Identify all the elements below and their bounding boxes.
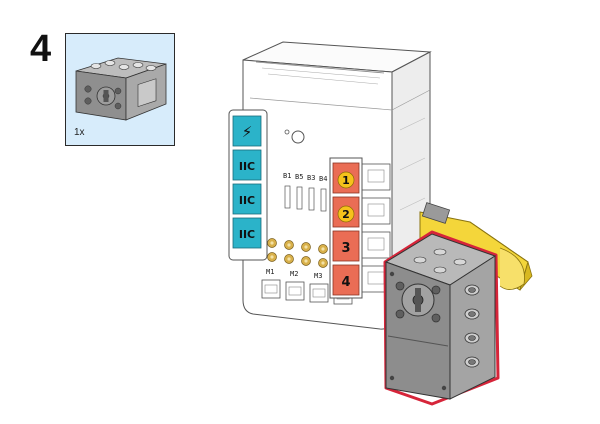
left-port-iic-3: IIC (232, 217, 262, 249)
bottom-label-1: M1 (266, 268, 274, 276)
svg-text:2: 2 (342, 208, 350, 221)
svg-text:3: 3 (341, 241, 350, 256)
svg-text:IIC: IIC (239, 160, 255, 173)
svg-text:⚡: ⚡ (242, 123, 253, 141)
svg-text:IIC: IIC (239, 194, 255, 207)
svg-text:4: 4 (341, 275, 350, 290)
step-number: 4 (30, 28, 52, 70)
top-label-4: B4 (319, 175, 327, 183)
top-label-2: B5 (295, 173, 303, 181)
right-port-4: 4 (332, 264, 360, 296)
left-port-power: ⚡ (232, 115, 262, 147)
part-quantity: 1x (74, 127, 85, 138)
right-port-1: 1 (332, 162, 360, 194)
right-port-2: 2 (332, 196, 360, 228)
motor-block-icon (75, 57, 167, 121)
top-label-3: B3 (307, 174, 315, 182)
top-label-1: B1 (283, 172, 291, 180)
right-port-3: 3 (332, 230, 360, 262)
left-port-iic-2: IIC (232, 183, 262, 215)
parts-callout: 1x (65, 33, 175, 146)
left-port-iic-1: IIC (232, 149, 262, 181)
bottom-label-3: M3 (314, 272, 322, 280)
bottom-label-2: M2 (290, 270, 298, 278)
svg-text:IIC: IIC (239, 228, 255, 241)
motor-block (383, 230, 500, 406)
svg-text:1: 1 (342, 174, 350, 187)
